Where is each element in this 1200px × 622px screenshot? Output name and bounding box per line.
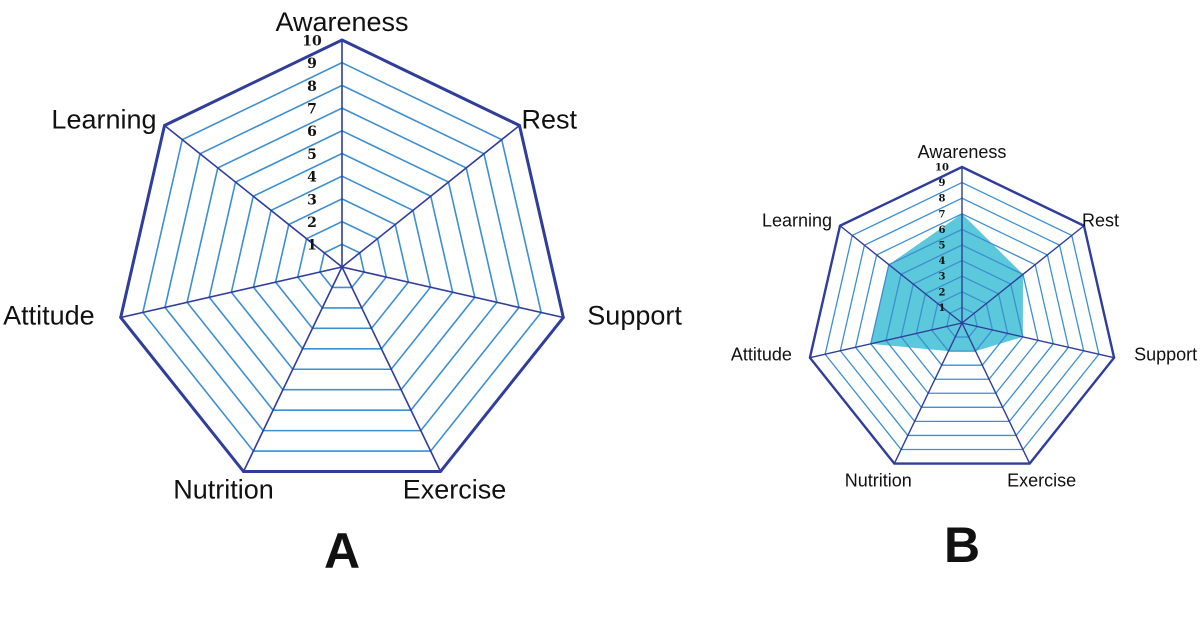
grid-ring-4 xyxy=(252,175,432,350)
tick-label-9: 9 xyxy=(307,56,317,72)
tick-label-3: 3 xyxy=(307,192,317,208)
spoke-support xyxy=(961,322,1115,359)
spoke-attitude xyxy=(120,266,343,319)
grid-ring-2 xyxy=(296,220,388,309)
spoke-support xyxy=(341,266,564,319)
grid-ring-9 xyxy=(141,61,543,452)
grid-ring-8 xyxy=(164,84,520,432)
tick-label-10: 10 xyxy=(935,163,949,174)
tick-label-4: 4 xyxy=(939,256,946,267)
axis-label-rest: Rest xyxy=(1082,210,1119,230)
tick-label-2: 2 xyxy=(939,287,946,298)
spoke-rest xyxy=(961,225,1085,324)
spoke-attitude xyxy=(809,322,963,359)
spoke-learning xyxy=(839,225,963,324)
outer-frame xyxy=(119,38,565,474)
data-series-area xyxy=(870,213,1023,352)
tick-label-2: 2 xyxy=(307,215,317,231)
grid-ring-3 xyxy=(274,198,410,330)
tick-label-5: 5 xyxy=(939,241,946,252)
tick-label-7: 7 xyxy=(307,102,317,118)
grid-ring-6 xyxy=(208,129,476,391)
panel-label: B xyxy=(944,517,980,573)
spoke-nutrition xyxy=(242,266,343,472)
tick-label-6: 6 xyxy=(939,225,946,236)
grid-ring-1 xyxy=(319,243,365,289)
grid-ring-5 xyxy=(885,244,1039,394)
tick-label-1: 1 xyxy=(307,238,317,254)
outer-frame xyxy=(808,165,1116,465)
axis-label-nutrition: Nutrition xyxy=(173,475,274,505)
tick-label-6: 6 xyxy=(307,124,317,140)
axis-label-awareness: Awareness xyxy=(275,7,408,37)
tick-label-8: 8 xyxy=(939,194,946,205)
tick-label-10: 10 xyxy=(302,33,322,49)
panel-label: A xyxy=(324,523,360,579)
grid-ring-2 xyxy=(930,291,994,352)
tick-label-1: 1 xyxy=(939,303,946,314)
grid-ring-3 xyxy=(915,275,1009,366)
axis-label-attitude: Attitude xyxy=(3,301,95,331)
tick-label-8: 8 xyxy=(307,79,317,95)
grid-ring-5 xyxy=(230,152,454,371)
spoke-exercise xyxy=(341,266,442,472)
tick-label-7: 7 xyxy=(939,209,946,220)
grid-ring-4 xyxy=(900,259,1024,380)
axis-label-exercise: Exercise xyxy=(403,475,507,505)
axis-label-support: Support xyxy=(587,301,682,331)
axis-label-nutrition: Nutrition xyxy=(845,470,912,490)
grid-ring-7 xyxy=(854,213,1070,423)
grid-ring-7 xyxy=(186,107,498,411)
axis-label-learning: Learning xyxy=(51,105,156,135)
tick-label-3: 3 xyxy=(939,272,946,283)
spoke-exercise xyxy=(961,322,1031,464)
grid-ring-1 xyxy=(946,306,978,338)
axis-label-exercise: Exercise xyxy=(1007,470,1076,490)
grid-ring-9 xyxy=(824,181,1100,451)
grid-ring-8 xyxy=(839,197,1085,437)
axis-label-rest: Rest xyxy=(521,105,577,135)
axis-label-attitude: Attitude xyxy=(731,344,792,364)
spoke-learning xyxy=(164,124,343,268)
tick-label-5: 5 xyxy=(307,147,317,163)
tick-label-4: 4 xyxy=(307,170,317,186)
axis-label-learning: Learning xyxy=(762,210,832,230)
tick-label-9: 9 xyxy=(939,178,946,189)
spoke-nutrition xyxy=(893,322,963,464)
axis-label-awareness: Awareness xyxy=(918,142,1007,162)
axis-label-support: Support xyxy=(1134,344,1197,364)
spoke-rest xyxy=(341,124,520,268)
grid-ring-6 xyxy=(870,228,1054,408)
